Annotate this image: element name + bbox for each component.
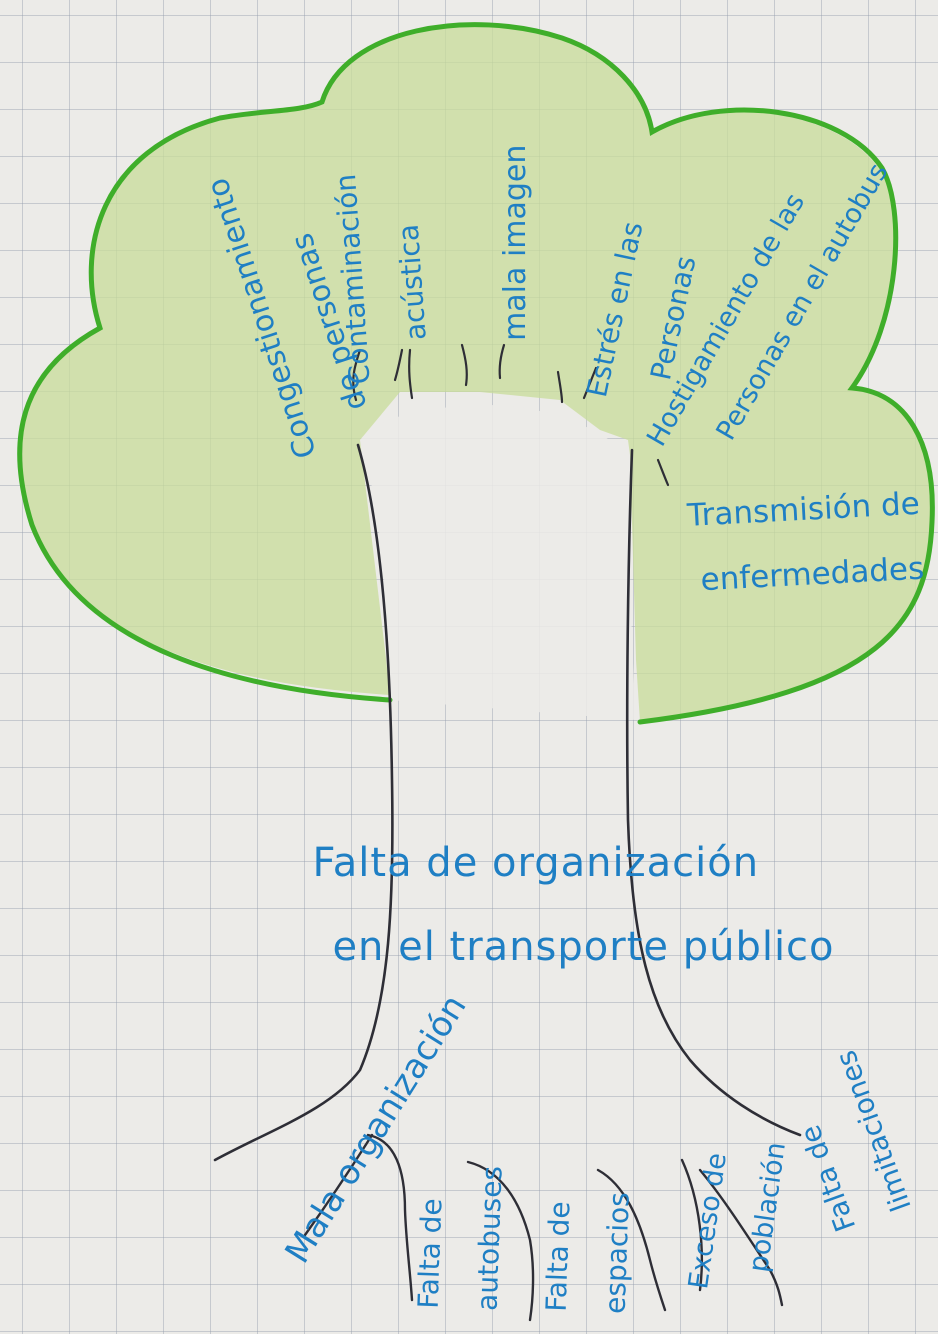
cause-limitaciones-line1: Falta de xyxy=(793,1120,863,1236)
cause-poblacion-line1: Exceso de xyxy=(683,1151,734,1291)
effect-imagen-line1: mala imagen xyxy=(497,144,533,341)
cause-espacios: Falta de espacios xyxy=(512,1189,636,1332)
cause-espacios-line2: espacios xyxy=(598,1191,636,1315)
cause-poblacion: Exceso de población xyxy=(655,1129,792,1316)
effect-imagen: mala imagen xyxy=(468,144,533,360)
effect-contaminacion-line1: Contaminación xyxy=(329,172,378,386)
problem-line1: Falta de organización xyxy=(312,840,760,886)
roots xyxy=(303,1133,784,1322)
cause-autobuses-line2: autobuses xyxy=(470,1165,509,1312)
cause-autobuses-line1: Falta de xyxy=(411,1197,449,1310)
problem-statement: Falta de organización en el transporte p… xyxy=(285,800,835,968)
canopy-outline xyxy=(17,22,935,725)
branch-strokes xyxy=(352,343,670,487)
effect-transmision-line1: Transmisión de xyxy=(686,485,921,534)
trunk-left xyxy=(213,443,394,1162)
cause-espacios-line1: Falta de xyxy=(539,1200,577,1313)
problem-line2: en el transporte público xyxy=(332,924,835,970)
canopy-fill xyxy=(18,26,933,722)
effect-contaminacion: Contaminación acústica xyxy=(302,169,435,405)
effect-transmision: Transmisión de enfermedades xyxy=(665,455,925,598)
cause-autobuses: Falta de autobuses xyxy=(384,1162,509,1329)
trunk-right xyxy=(625,448,802,1137)
effect-estres-line1: Estrés en las xyxy=(580,218,650,401)
